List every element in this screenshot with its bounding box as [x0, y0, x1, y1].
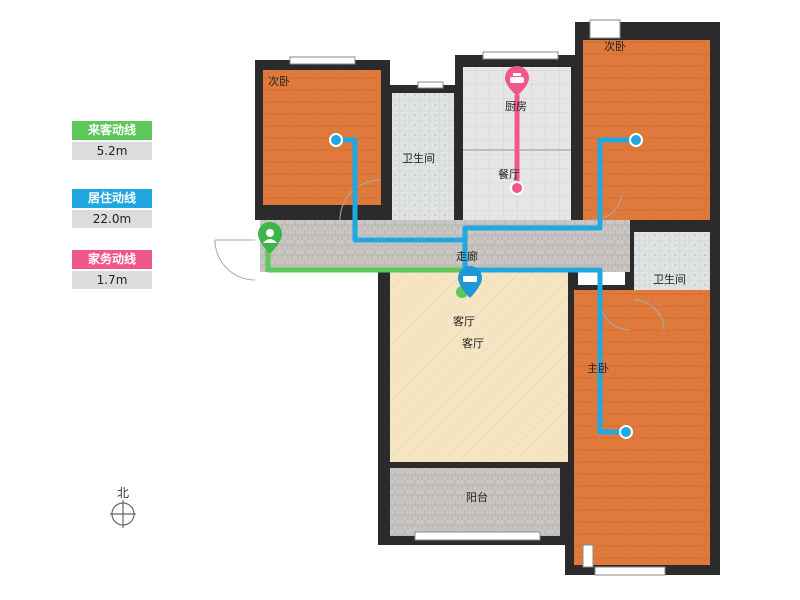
legend-chore: 家务动线 1.7m: [72, 250, 152, 289]
compass: 北: [110, 486, 136, 528]
legend-living: 居住动线 22.0m: [72, 189, 152, 228]
route-living: [336, 137, 636, 435]
doors: [214, 179, 665, 331]
compass-label: 北: [117, 486, 129, 500]
label-bedroom-left: 次卧: [268, 74, 290, 88]
room-living: [390, 272, 568, 462]
legend-guest-value: 5.2m: [72, 142, 152, 160]
kitchen-pot-marker: [505, 66, 529, 96]
room-bedroom-right: [583, 40, 710, 220]
label-corridor: 走廊: [456, 249, 478, 263]
label-balcony: 阳台: [466, 490, 488, 504]
label-living-marker: 客厅: [453, 314, 475, 328]
room-bathroom-top: [392, 93, 454, 221]
label-bedroom-right: 次卧: [604, 39, 626, 53]
label-bathroom-right: 卫生间: [653, 272, 686, 286]
label-kitchen: 厨房: [505, 100, 527, 113]
guest-start-marker: [258, 222, 282, 254]
windows: [289, 19, 666, 576]
label-bathroom-top: 卫生间: [402, 151, 435, 165]
room-master: [574, 290, 710, 565]
label-living: 客厅: [462, 336, 484, 350]
legend-chore-title: 家务动线: [72, 250, 152, 269]
legend-living-value: 22.0m: [72, 210, 152, 228]
route-chore: [510, 95, 524, 195]
legend-living-title: 居住动线: [72, 189, 152, 208]
legend-guest: 来客动线 5.2m: [72, 121, 152, 160]
room-balcony: [390, 468, 560, 536]
route-living-ends: [329, 133, 643, 439]
legend-guest-title: 来客动线: [72, 121, 152, 140]
label-master: 主卧: [587, 362, 609, 375]
legend-chore-value: 1.7m: [72, 271, 152, 289]
living-sofa-marker: [458, 266, 482, 298]
room-bedroom-left: [263, 70, 381, 205]
label-dining: 餐厅: [498, 167, 520, 181]
